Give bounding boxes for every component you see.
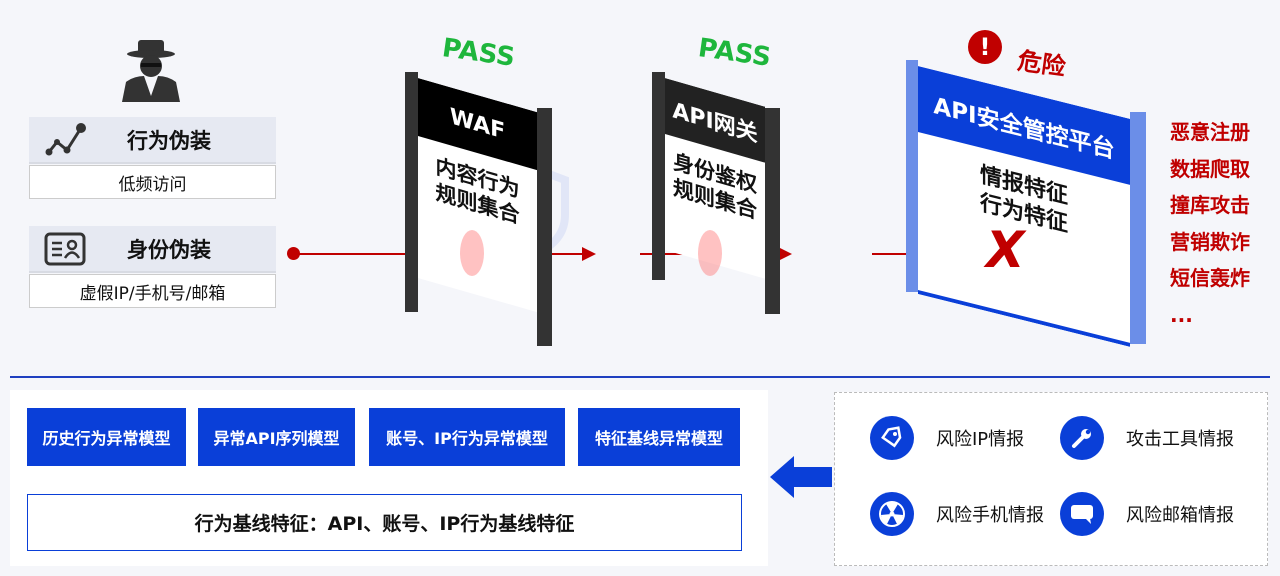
risk-list: 恶意注册 数据爬取 撞库攻击 营销欺诈 短信轰炸 ... [1170, 120, 1250, 327]
danger-icon: ! [968, 30, 1002, 64]
intel-risk-email: 风险邮箱情报 [1060, 492, 1234, 536]
left-arrow-icon [770, 456, 832, 498]
model-history-behavior: 历史行为异常模型 [27, 408, 186, 466]
behavior-disguise-detail: 低频访问 [29, 165, 276, 199]
hacker-icon [122, 40, 180, 102]
attack-start-dot [287, 247, 300, 260]
waf-gate: WAF 内容行为规则集合 [405, 72, 552, 347]
waf-pass-status: PASS [440, 33, 517, 73]
identity-disguise-label: 身份伪装 [29, 226, 276, 273]
model-account-ip: 账号、IP行为异常模型 [369, 408, 565, 466]
radiation-icon [870, 492, 914, 536]
intel-risk-ip: 风险IP情报 [870, 416, 1024, 460]
chat-icon [1060, 492, 1104, 536]
api-gateway-gate: API网关 身份鉴权规则集合 [652, 72, 780, 314]
identity-disguise-detail: 虚假IP/手机号/邮箱 [29, 274, 276, 308]
penetration-point [698, 230, 722, 276]
intel-risk-phone: 风险手机情报 [870, 492, 1044, 536]
gateway-pass-status: PASS [696, 33, 773, 73]
baseline-features: 行为基线特征：API、账号、IP行为基线特征 [27, 494, 742, 551]
wrench-icon [1060, 416, 1104, 460]
api-security-platform-gate: API安全管控平台 情报特征行为特征 [906, 60, 1146, 347]
model-api-sequence: 异常API序列模型 [198, 408, 355, 466]
arrow-head [778, 247, 792, 261]
trend-line-icon [45, 122, 86, 155]
arrow-head [582, 247, 596, 261]
model-feature-baseline: 特征基线异常模型 [578, 408, 740, 466]
intel-attack-tool: 攻击工具情报 [1060, 416, 1234, 460]
penetration-point [460, 230, 484, 276]
id-card-icon [44, 232, 86, 265]
behavior-disguise-label: 行为伪装 [29, 117, 276, 164]
blocked-mark: X [986, 221, 1025, 279]
tag-icon [870, 416, 914, 460]
section-divider [10, 376, 1270, 378]
